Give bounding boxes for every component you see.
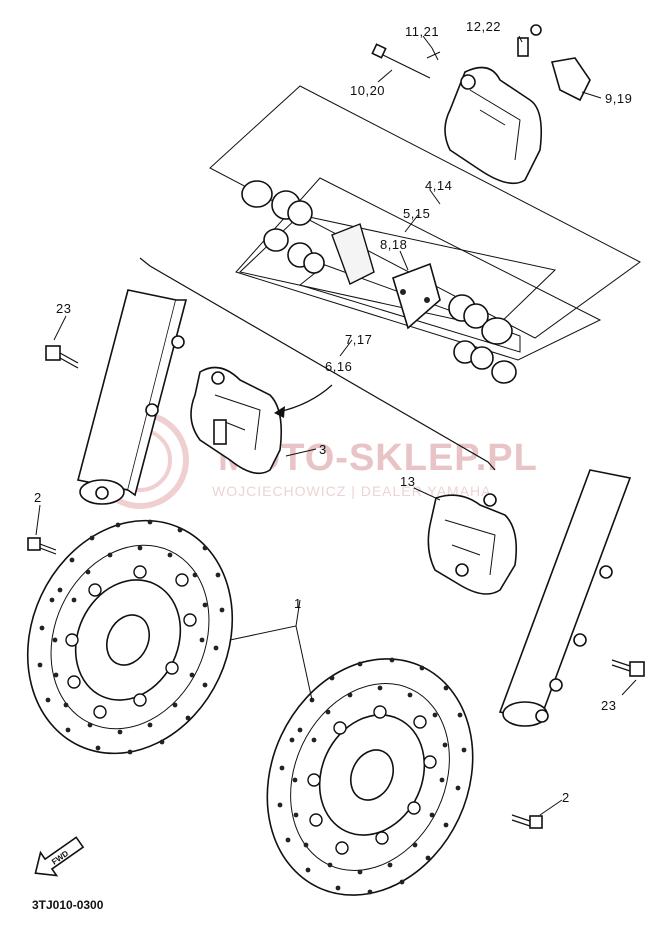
bolt-23-left bbox=[45, 345, 79, 369]
callout-6-16: 6,16 bbox=[325, 359, 352, 374]
caliper-left-drawing bbox=[190, 366, 283, 475]
callout-23-right: 23 bbox=[601, 698, 616, 713]
pistons-and-seals bbox=[241, 180, 517, 384]
callout-1: 1 bbox=[294, 596, 302, 611]
watermark: MOTO-SKLEP.PL WOJCIECHOWICZ | DEALER YAM… bbox=[91, 411, 537, 509]
callout-2-right: 2 bbox=[562, 790, 570, 805]
bleed-screw bbox=[517, 24, 542, 57]
callout-3: 3 bbox=[319, 442, 327, 457]
bolt-23-right bbox=[611, 659, 645, 677]
callout-9-19: 9,19 bbox=[605, 91, 632, 106]
drawing-code: 3TJ010-0300 bbox=[32, 898, 104, 912]
watermark-subtitle: WOJCIECHOWICZ | DEALER YAMAHA bbox=[212, 483, 491, 499]
caliper-top-drawing bbox=[444, 57, 591, 185]
brake-pads bbox=[331, 223, 441, 330]
bolt-2-left bbox=[27, 537, 57, 555]
leader-lines bbox=[35, 35, 637, 816]
callout-4-14: 4,14 bbox=[425, 178, 452, 193]
pointer-arrow bbox=[277, 384, 333, 413]
brake-disc-right bbox=[266, 657, 474, 896]
callout-10-20: 10,20 bbox=[350, 83, 385, 98]
caliper-right-drawing bbox=[427, 493, 518, 595]
callout-11-21: 11,21 bbox=[405, 24, 439, 39]
seal-kit-frames bbox=[209, 85, 641, 361]
brake-disc-left bbox=[26, 519, 234, 755]
callout-2-left: 2 bbox=[34, 490, 42, 505]
bolt-2-right bbox=[511, 814, 543, 829]
callout-8-18: 8,18 bbox=[380, 237, 407, 252]
callout-23-left: 23 bbox=[56, 301, 71, 316]
right-fork-drawing bbox=[498, 469, 632, 727]
slide-pin-bolt bbox=[371, 43, 431, 79]
fwd-arrow-icon: FWD bbox=[34, 836, 85, 877]
callout-12-22: 12,22 bbox=[466, 19, 501, 34]
left-fork-drawing bbox=[77, 289, 188, 505]
callout-7-17: 7,17 bbox=[345, 332, 372, 347]
callout-13: 13 bbox=[400, 474, 415, 489]
clip-11-21 bbox=[426, 47, 441, 61]
callout-labels: 11,21 12,22 10,20 9,19 4,14 5,15 8,18 7,… bbox=[34, 19, 632, 805]
callout-5-15: 5,15 bbox=[403, 206, 430, 221]
